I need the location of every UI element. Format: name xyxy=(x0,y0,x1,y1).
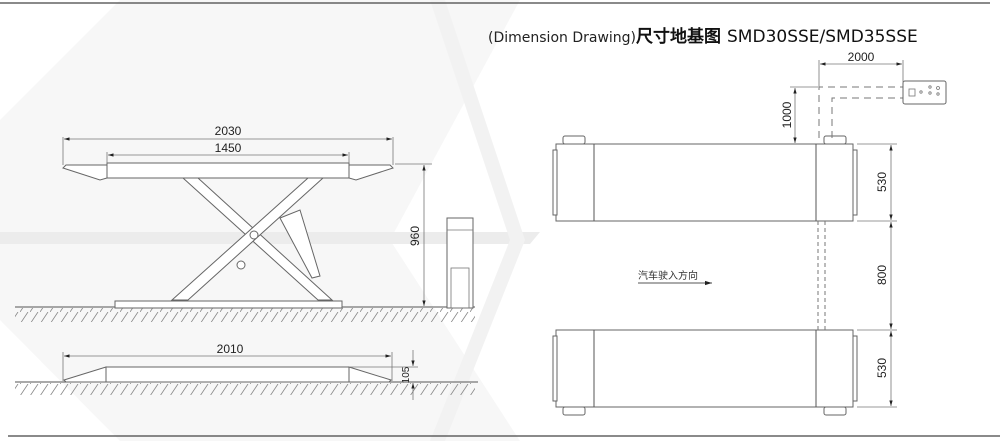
title-model: SMD30SSE/SMD35SSE xyxy=(727,27,918,47)
dim-lowered-height: 105 xyxy=(401,366,412,383)
dimension-960: 960 xyxy=(395,163,432,306)
bottom-platform xyxy=(552,329,858,416)
dim-lowered-length: 2010 xyxy=(217,342,244,356)
lift-lowered-side-view xyxy=(15,366,478,395)
lift-raised-side-view xyxy=(15,162,475,322)
dim-width-bottom: 530 xyxy=(875,358,889,378)
dimension-2030: 2030 xyxy=(62,124,394,165)
dim-raised-height: 960 xyxy=(408,226,422,246)
drive-in-direction: 汽车驶入方向 xyxy=(638,269,712,286)
dimension-105: 105 xyxy=(350,350,418,400)
top-platform xyxy=(552,135,858,222)
dim-overall-length: 2030 xyxy=(215,124,242,138)
page-title: (Dimension Drawing)尺寸地基图 SMD30SSE/SMD35SS… xyxy=(488,26,918,47)
dim-console-y: 1000 xyxy=(780,101,794,128)
dimension-1000: 1000 xyxy=(780,86,818,143)
dim-platform-length: 1450 xyxy=(215,141,242,155)
dim-width-top: 530 xyxy=(875,172,889,192)
dimension-1450: 1450 xyxy=(106,141,350,163)
dimension-widths: 530 800 530 xyxy=(857,143,897,408)
control-console-top xyxy=(902,80,947,105)
title-english: (Dimension Drawing) xyxy=(488,30,636,46)
title-chinese: 尺寸地基图 xyxy=(636,26,721,47)
dim-gap: 800 xyxy=(875,265,889,285)
dimension-2000: 2000 xyxy=(818,50,904,88)
dimension-2010: 2010 xyxy=(62,342,393,381)
dim-console-x: 2000 xyxy=(848,50,875,64)
drive-in-direction-label: 汽车驶入方向 xyxy=(638,269,698,282)
